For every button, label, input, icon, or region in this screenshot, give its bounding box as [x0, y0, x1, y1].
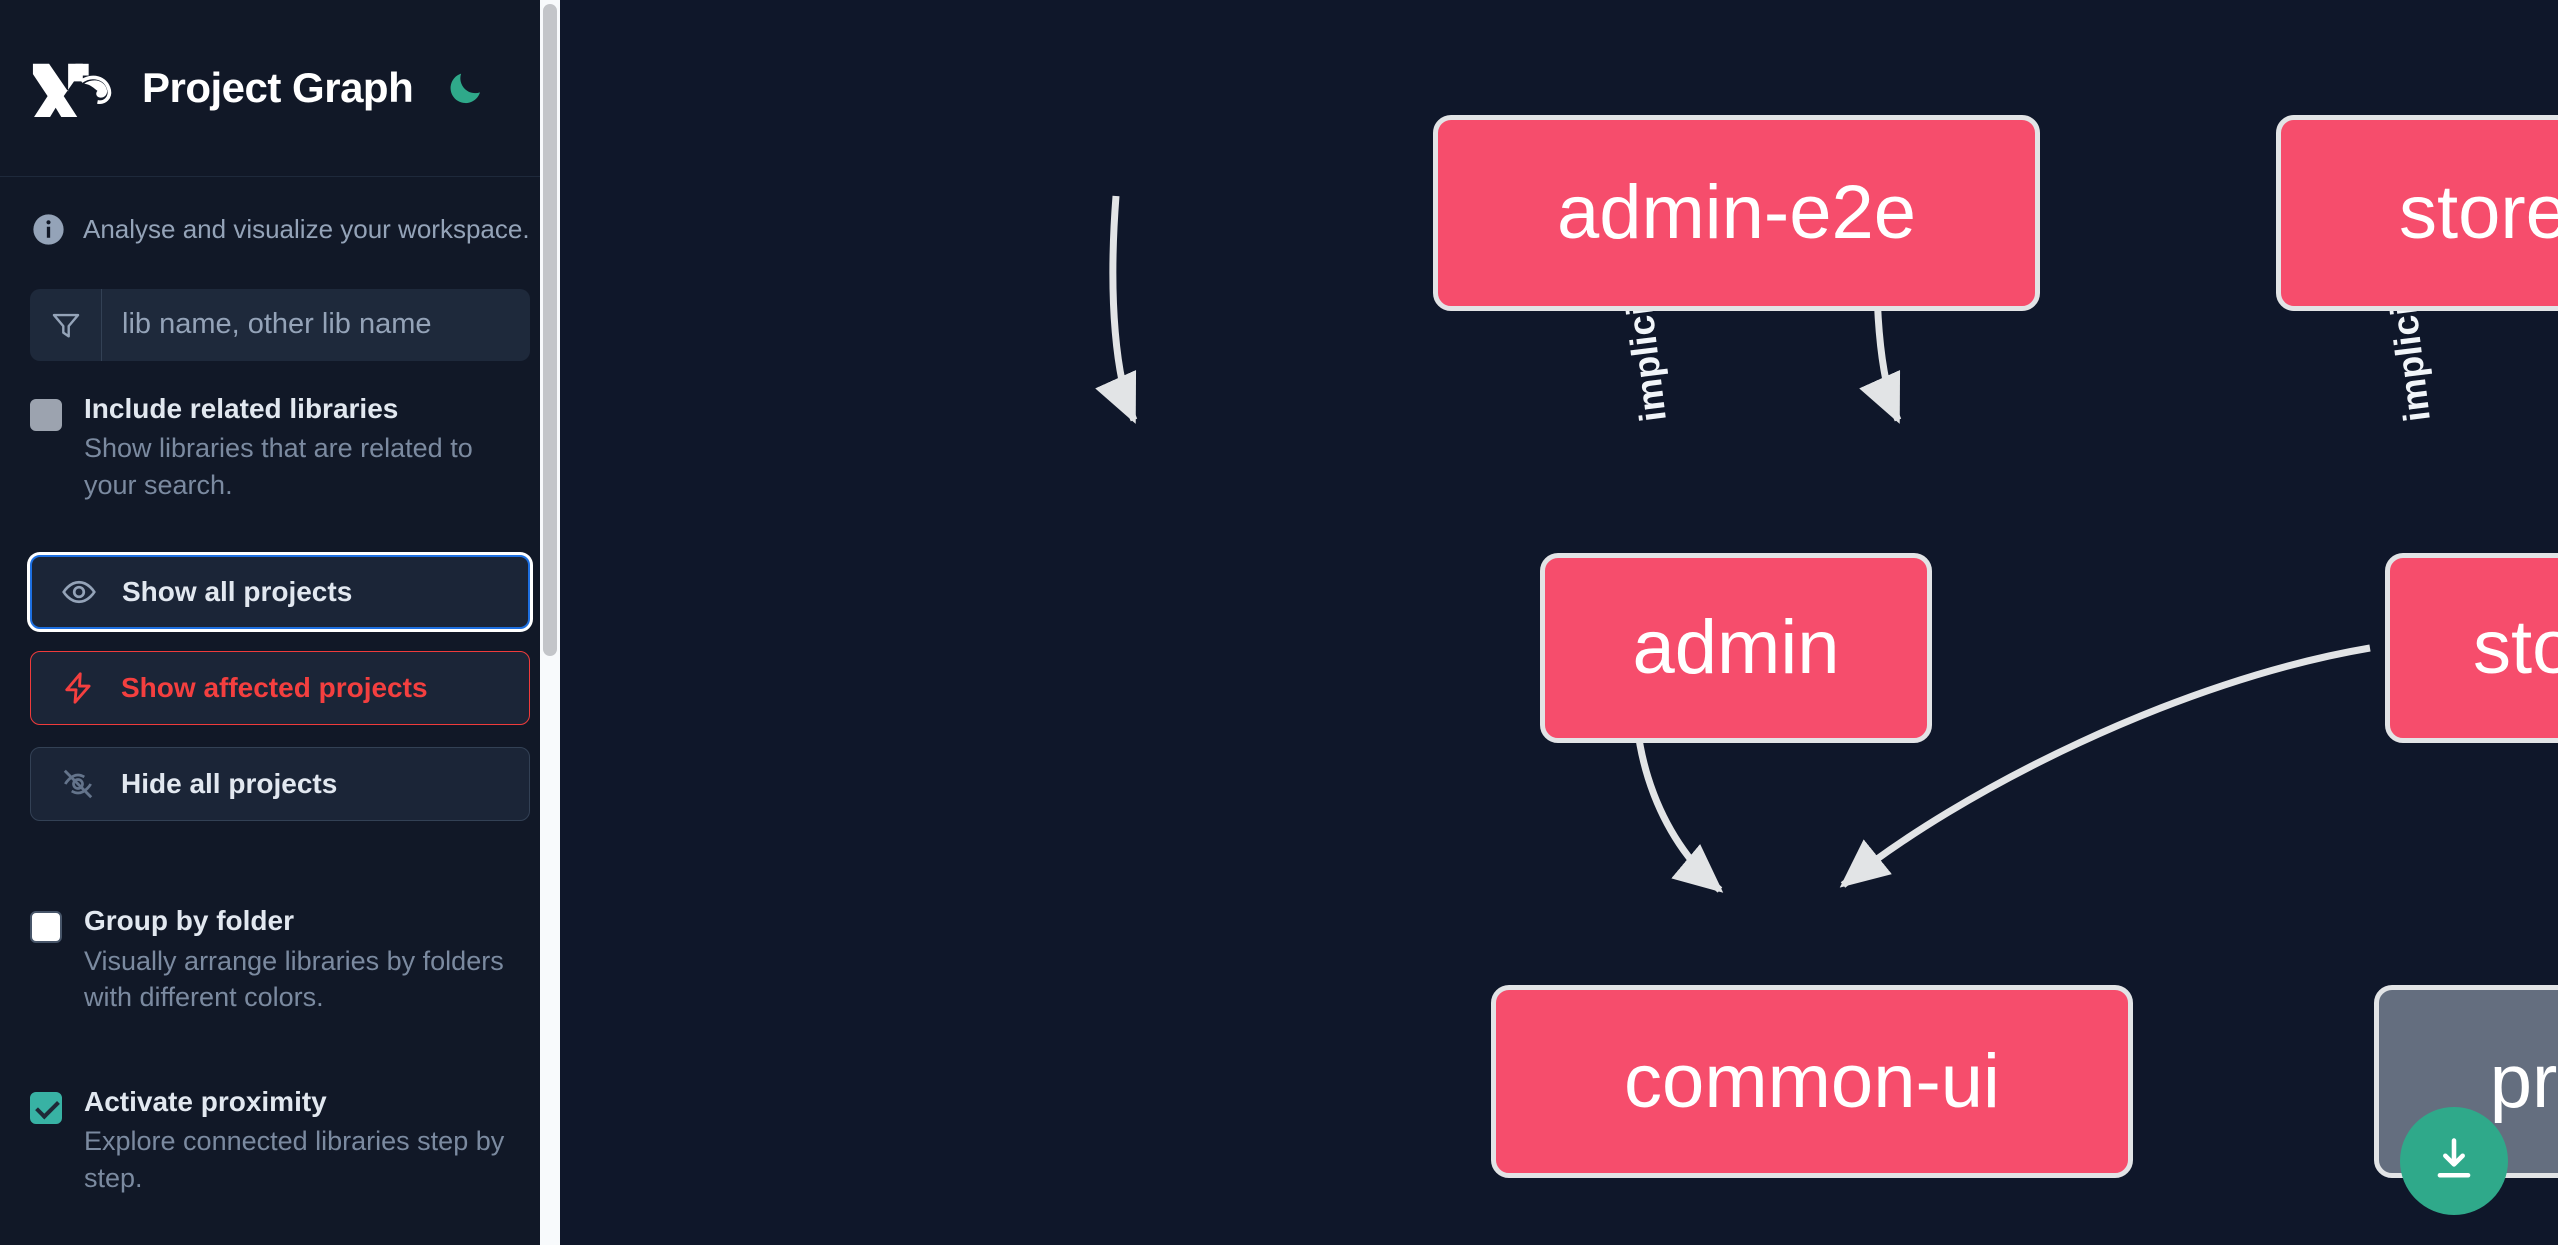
graph-node-label: admin-e2e	[1556, 170, 1917, 255]
graph-node-label: store-e2e	[2398, 170, 2558, 255]
group-by-folder-row[interactable]: Group by folder Visually arrange librari…	[30, 905, 530, 1016]
graph-node-admin-e2e[interactable]: admin-e2e	[1433, 115, 2040, 311]
edge-admin-e2e-admin	[1095, 195, 1138, 424]
sidebar-scrollbar[interactable]	[540, 0, 560, 1245]
edge-store-common-ui	[1839, 644, 2371, 888]
activate-proximity-checkbox[interactable]	[30, 1092, 62, 1125]
activate-proximity-row[interactable]: Activate proximity Explore connected lib…	[30, 1086, 530, 1197]
graph-node-label: store	[2473, 605, 2558, 690]
graph-node-admin[interactable]: admin	[1540, 553, 1932, 743]
nx-logo-icon	[30, 59, 118, 121]
show-affected-projects-label: Show affected projects	[121, 672, 428, 704]
include-related-libraries-label: Include related libraries	[84, 392, 399, 424]
page-title: Project Graph	[142, 64, 414, 111]
graph-node-label: common-ui	[1624, 1038, 2000, 1124]
group-by-folder-checkbox[interactable]	[30, 911, 62, 944]
lightning-bolt-icon	[59, 669, 97, 707]
graph-node-label: admin	[1632, 605, 1840, 690]
include-related-libraries-checkbox[interactable]	[30, 398, 62, 431]
hide-all-projects-label: Hide all projects	[121, 768, 338, 800]
workspace-note: Analyse and visualize your workspace.	[0, 177, 560, 247]
graph-options: Group by folder Visually arrange librari…	[30, 873, 530, 1196]
filter-funnel-icon	[30, 288, 102, 361]
group-by-folder-label: Group by folder	[84, 905, 294, 937]
sidebar-scrollbar-thumb[interactable]	[543, 4, 557, 656]
search-input[interactable]	[102, 288, 530, 361]
activate-proximity-label: Activate proximity	[84, 1086, 327, 1118]
moon-icon[interactable]	[443, 65, 489, 111]
include-related-libraries-description: Show libraries that are related to your …	[84, 432, 473, 500]
graph-node-store-e2e[interactable]: store-e2e	[2276, 115, 2558, 311]
include-related-libraries-row[interactable]: Include related libraries Show libraries…	[30, 393, 530, 504]
graph-node-store[interactable]: store	[2385, 553, 2558, 743]
eye-icon	[60, 573, 98, 611]
project-visibility-buttons: Show all projects Show affected projects	[30, 555, 530, 822]
show-all-projects-button[interactable]: Show all projects	[30, 555, 530, 630]
sidebar-header: Project Graph	[0, 0, 560, 177]
group-by-folder-description: Visually arrange libraries by folders wi…	[84, 945, 504, 1013]
show-all-projects-label: Show all projects	[122, 576, 353, 608]
graph-canvas[interactable]: implicit implicit admin-e2e store-e2e ad…	[560, 0, 2558, 1245]
workspace-note-text: Analyse and visualize your workspace.	[83, 214, 530, 244]
graph-node-common-ui[interactable]: common-ui	[1491, 985, 2133, 1178]
sidebar-body: Include related libraries Show libraries…	[0, 247, 560, 1245]
show-affected-projects-button[interactable]: Show affected projects	[30, 651, 530, 726]
download-graph-button[interactable]	[2400, 1107, 2508, 1215]
eye-off-icon	[59, 765, 97, 803]
filter-bar[interactable]	[30, 288, 530, 361]
hide-all-projects-button[interactable]: Hide all projects	[30, 747, 530, 822]
info-icon	[32, 213, 65, 246]
activate-proximity-description: Explore connected libraries step by step…	[84, 1126, 505, 1193]
sidebar: Project Graph Analyse and visualize your…	[0, 0, 560, 1245]
graph-node-label: products	[2489, 1038, 2558, 1124]
download-icon	[2428, 1133, 2480, 1190]
